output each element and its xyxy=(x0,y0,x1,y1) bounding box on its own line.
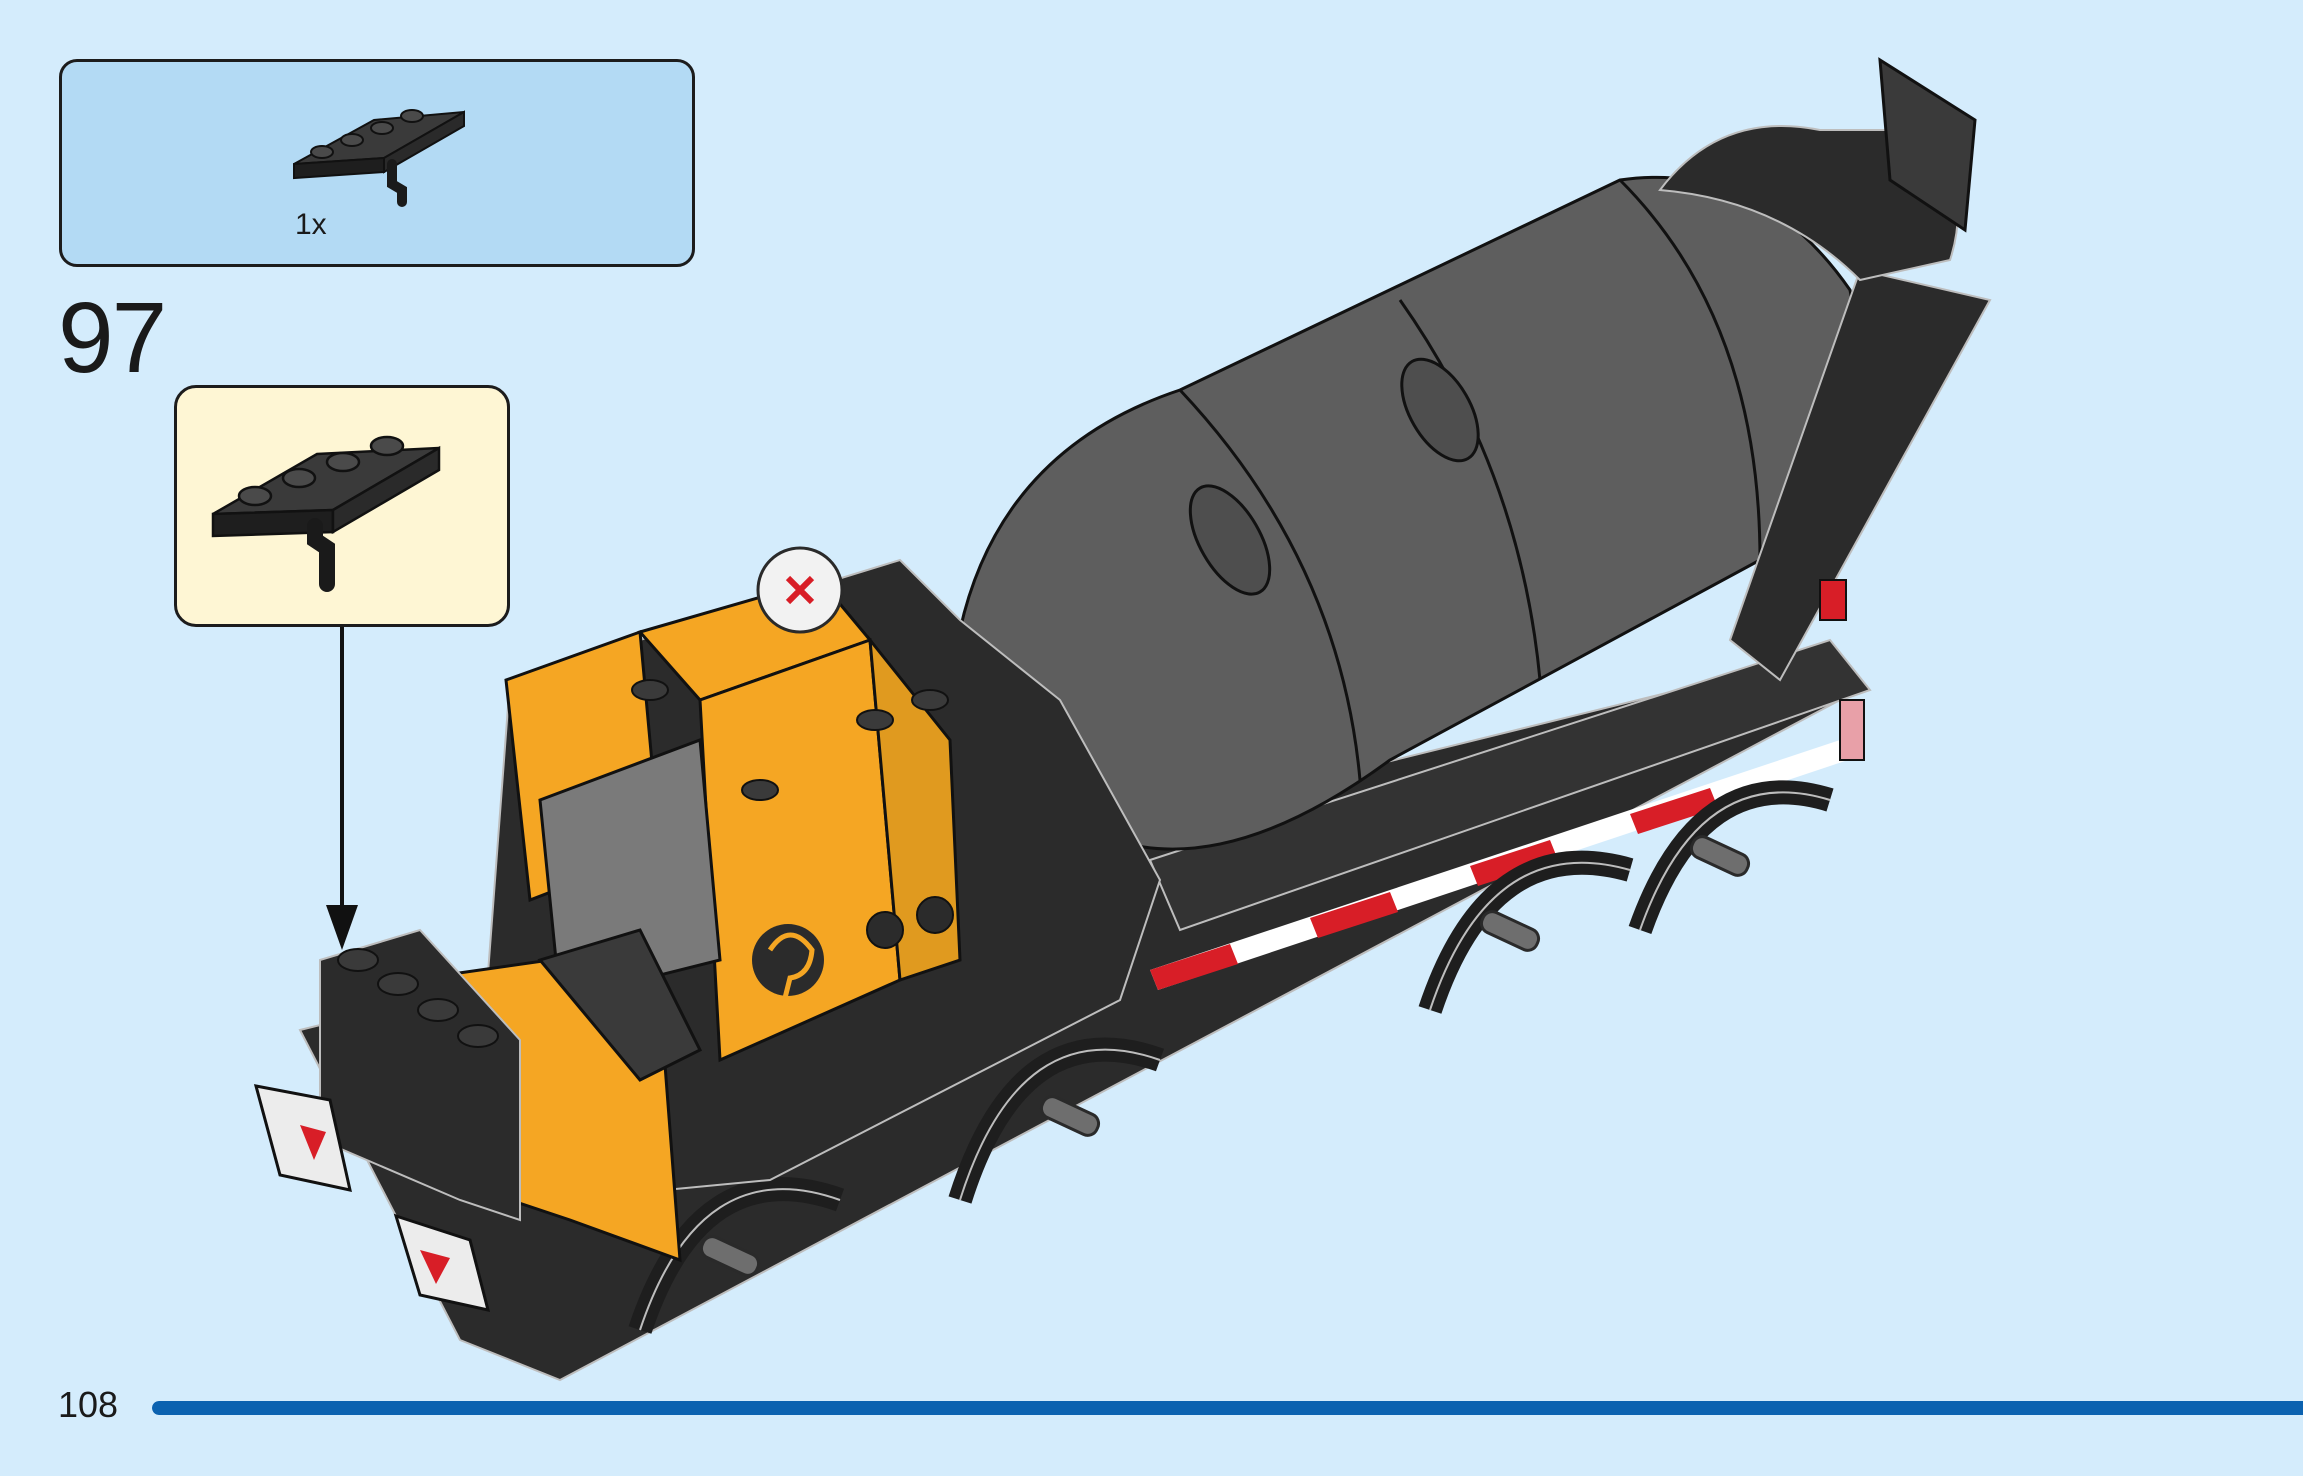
progress-bar-track xyxy=(152,1401,2303,1415)
progress-bar-fill xyxy=(152,1401,2303,1415)
rotating-beacon xyxy=(758,548,842,632)
page-number: 108 xyxy=(58,1384,118,1426)
